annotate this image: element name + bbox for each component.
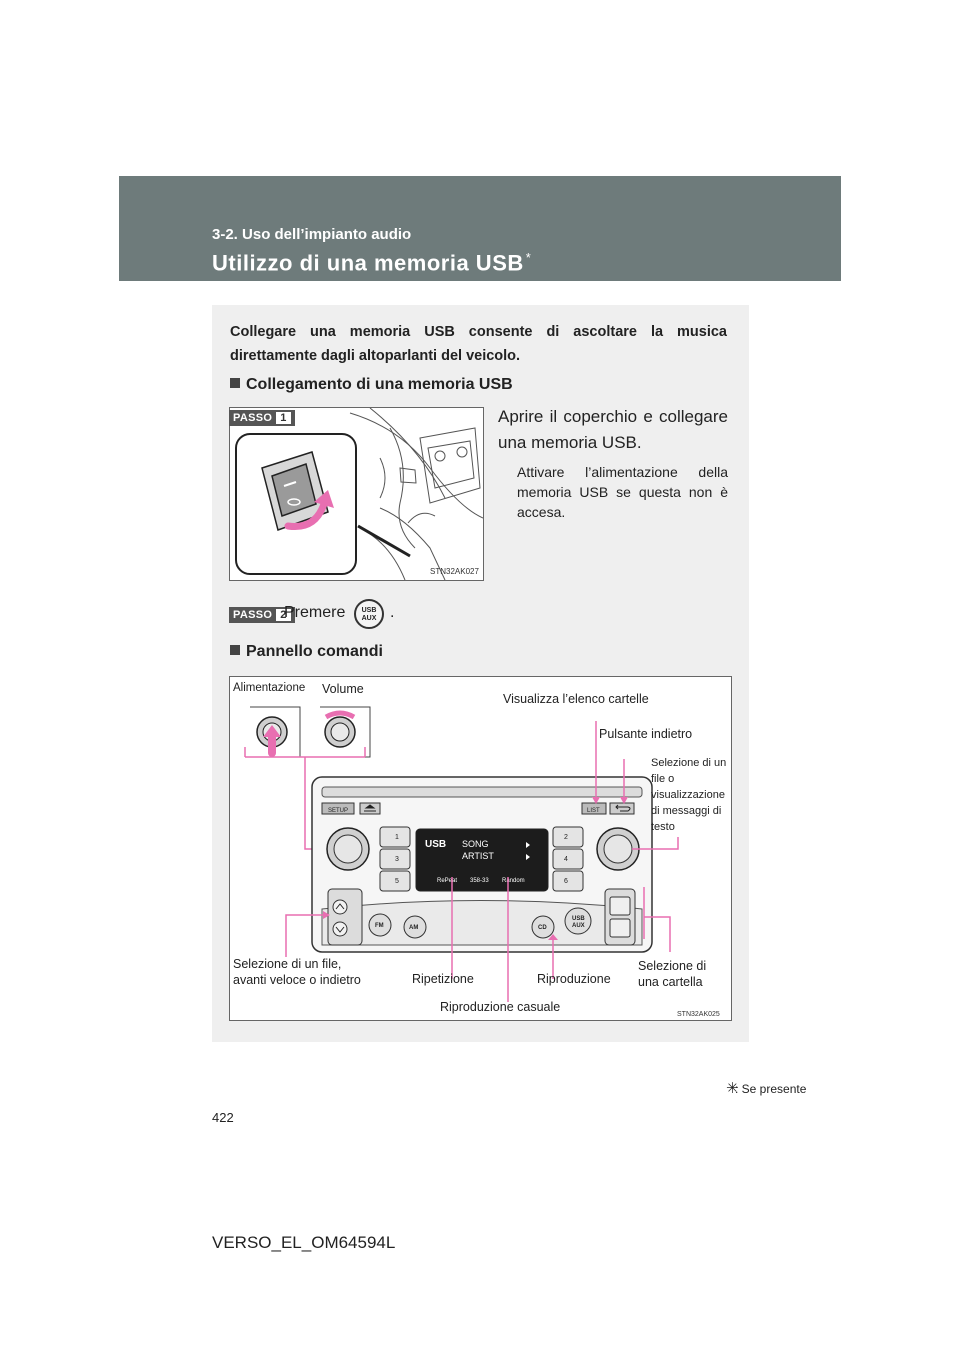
display-time: 358-33 (470, 878, 489, 884)
usb-aux-button-icon: USB AUX (354, 599, 384, 629)
display-repeat: RePeat (437, 878, 457, 884)
section-title: 3-2. Uso dell’impianto audio (212, 226, 412, 243)
radio-setup-label: SETUP (328, 808, 348, 814)
title-mark: * (525, 250, 532, 265)
label-select-file-text: Selezione di un file o visualizzazione d… (651, 757, 727, 833)
radio-usb-label: USB (572, 916, 585, 922)
preset-2: 2 (564, 834, 568, 841)
label-repeat: Ripetizione (412, 972, 474, 986)
square-bullet-icon (230, 378, 240, 388)
heading-usb-connection: Collegamento di una memoria USB (230, 376, 513, 394)
usb-port-illustration: STN32AK027 (235, 408, 483, 580)
display-song: SONG (462, 839, 489, 849)
heading-control-panel: Pannello comandi (230, 643, 383, 661)
heading-usb-connection-text: Collegamento di una memoria USB (246, 376, 513, 393)
display-usb: USB (425, 839, 446, 850)
usb-btn-line1: USB (361, 607, 377, 614)
step2-end: . (390, 604, 395, 621)
page-title-text: Utilizzo di una memoria USB (212, 250, 524, 276)
step2-text: Premere (284, 604, 346, 621)
preset-3: 3 (395, 856, 399, 863)
display-artist: ARTIST (462, 851, 494, 861)
step1-text: Aprire il coperchio e collegare una memo… (498, 407, 728, 452)
label-select-file-ff: Selezione di un file, avanti veloce o in… (233, 957, 361, 987)
label-alimentazione: Alimentazione (233, 682, 306, 694)
control-panel-figure: SETUP LIST 1 2 3 4 5 6 USB (229, 676, 732, 1021)
asterisk-icon: ✳ (726, 1080, 739, 1097)
label-back-button: Pulsante indietro (599, 727, 693, 741)
preset-6: 6 (564, 878, 568, 885)
label-volume: Volume (322, 682, 364, 696)
intro-text: Collegare una memoria USB consente di as… (230, 324, 727, 364)
radio-list-label: LIST (587, 808, 600, 814)
heading-control-panel-text: Pannello comandi (246, 643, 383, 660)
radio-aux-label: AUX (572, 923, 585, 929)
footnote-text: : Se presente (735, 1082, 807, 1096)
page-number: 422 (212, 1110, 234, 1125)
header-band (119, 176, 841, 281)
passo-1-number: 1 (275, 411, 292, 425)
control-panel-illustration: SETUP LIST 1 2 3 4 5 6 USB (244, 706, 720, 1018)
passo-2-label: PASSO (233, 609, 273, 621)
document-code: VERSO_EL_OM64594L (212, 1233, 396, 1252)
label-select-folder: Selezione di una cartella (638, 959, 707, 989)
label-play: Riproduzione (537, 972, 611, 986)
display-random: Random (502, 878, 525, 884)
preset-4: 4 (564, 856, 568, 863)
usb-btn-line2: AUX (361, 615, 377, 622)
figure1-code: STN32AK027 (430, 567, 479, 576)
step1-note: Attivare l’alimentazione della memoria U… (517, 464, 728, 520)
radio-fm-label: FM (375, 923, 384, 929)
passo-2-number: 2 (275, 608, 292, 622)
radio-am-label: AM (409, 925, 418, 931)
passo-1-label: PASSO (233, 412, 273, 424)
label-folder-list: Visualizza l’elenco cartelle (503, 692, 649, 706)
label-random: Riproduzione casuale (440, 1000, 561, 1014)
square-bullet-icon (230, 645, 240, 655)
radio-cd-label: CD (538, 925, 547, 931)
figure2-code: STN32AK025 (677, 1011, 720, 1018)
usb-port-figure: STN32AK027 (229, 407, 484, 581)
preset-1: 1 (395, 834, 399, 841)
page-title: Utilizzo di una memoria USB* (212, 250, 531, 276)
preset-5: 5 (395, 878, 399, 885)
